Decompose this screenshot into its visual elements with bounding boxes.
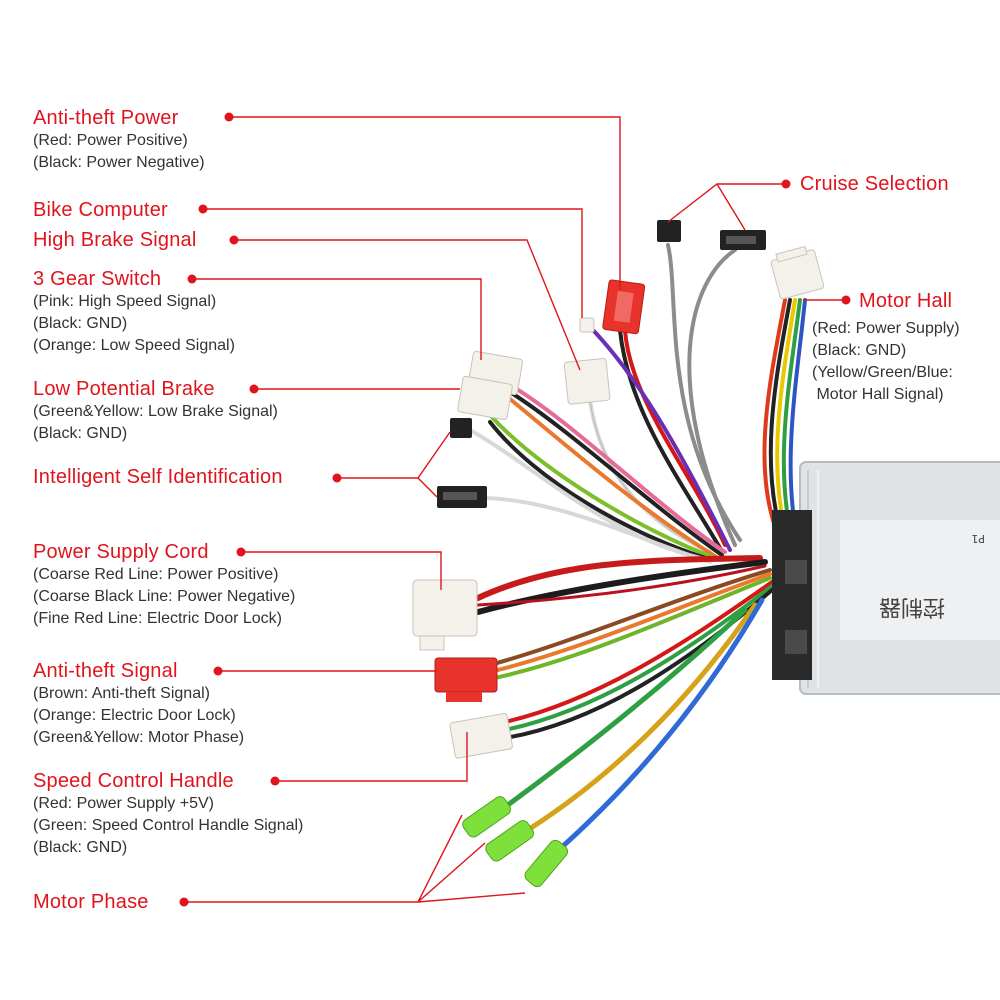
bike-computer-title: Bike Computer: [33, 199, 168, 221]
anti-theft-power-line-2: (Black: Power Negative): [33, 154, 205, 171]
motor-hall-title: Motor Hall: [859, 290, 953, 312]
gear-switch-line-3: (Orange: Low Speed Signal): [33, 337, 235, 354]
power-cord-line-1: (Coarse Red Line: Power Positive): [33, 566, 279, 583]
motor-phase-title: Motor Phase: [33, 891, 149, 913]
gear-switch-title: 3 Gear Switch: [33, 268, 162, 290]
high-brake-signal-title: High Brake Signal: [33, 229, 197, 251]
svg-text:控制器: 控制器: [879, 594, 945, 619]
motor-hall-details: (Red: Power Supply) (Black: GND) (Yellow…: [812, 318, 960, 406]
leader-dots: [179, 112, 851, 907]
label-power-supply-cord: Power Supply Cord (Coarse Red Line: Powe…: [33, 540, 295, 630]
anti-theft-signal-line-3: (Green&Yellow: Motor Phase): [33, 729, 245, 746]
gear-switch-line-1: (Pink: High Speed Signal): [33, 293, 217, 310]
motor-hall-line-2: (Black: GND): [812, 342, 907, 359]
leader-lines: [184, 116, 846, 903]
controller-body: 控制器 P1: [772, 461, 1000, 695]
label-motor-phase: Motor Phase: [33, 890, 149, 914]
low-brake-line-1: (Green&Yellow: Low Brake Signal): [33, 403, 278, 420]
power-cord-title: Power Supply Cord: [33, 541, 209, 563]
speed-handle-line-2: (Green: Speed Control Handle Signal): [33, 817, 304, 834]
label-cruise-selection: Cruise Selection: [800, 172, 949, 196]
anti-theft-signal-line-2: (Orange: Electric Door Lock): [33, 707, 236, 724]
low-brake-line-2: (Black: GND): [33, 425, 128, 442]
speed-handle-line-1: (Red: Power Supply +5V): [33, 795, 214, 812]
label-anti-theft-signal: Anti-theft Signal (Brown: Anti-theft Sig…: [33, 659, 244, 749]
label-3-gear-switch: 3 Gear Switch (Pink: High Speed Signal) …: [33, 267, 235, 357]
anti-theft-signal-title: Anti-theft Signal: [33, 660, 178, 682]
gear-switch-line-2: (Black: GND): [33, 315, 128, 332]
label-low-potential-brake: Low Potential Brake (Green&Yellow: Low B…: [33, 377, 278, 445]
motor-hall-line-4: Motor Hall Signal): [812, 386, 944, 403]
motor-hall-line-1: (Red: Power Supply): [812, 320, 960, 337]
anti-theft-power-line-1: (Red: Power Positive): [33, 132, 188, 149]
low-brake-title: Low Potential Brake: [33, 378, 215, 400]
power-cord-line-2: (Coarse Black Line: Power Negative): [33, 588, 296, 605]
anti-theft-signal-line-1: (Brown: Anti-theft Signal): [33, 685, 210, 702]
anti-theft-power-title: Anti-theft Power: [33, 107, 179, 129]
self-identification-title: Intelligent Self Identification: [33, 466, 283, 488]
label-motor-hall: Motor Hall: [859, 289, 952, 313]
speed-handle-line-3: (Black: GND): [33, 839, 128, 856]
connectors: [412, 220, 825, 888]
label-high-brake-signal: High Brake Signal: [33, 228, 197, 252]
power-cord-line-3: (Fine Red Line: Electric Door Lock): [33, 610, 282, 627]
wire-bundle: [468, 243, 807, 865]
label-bike-computer: Bike Computer: [33, 198, 168, 222]
motor-hall-line-3: (Yellow/Green/Blue:: [812, 364, 953, 381]
cruise-selection-title: Cruise Selection: [800, 173, 949, 195]
label-anti-theft-power: Anti-theft Power (Red: Power Positive) (…: [33, 106, 205, 174]
svg-text:P1: P1: [971, 532, 985, 545]
speed-handle-title: Speed Control Handle: [33, 770, 234, 792]
label-self-identification: Intelligent Self Identification: [33, 465, 283, 489]
label-speed-control-handle: Speed Control Handle (Red: Power Supply …: [33, 769, 303, 859]
